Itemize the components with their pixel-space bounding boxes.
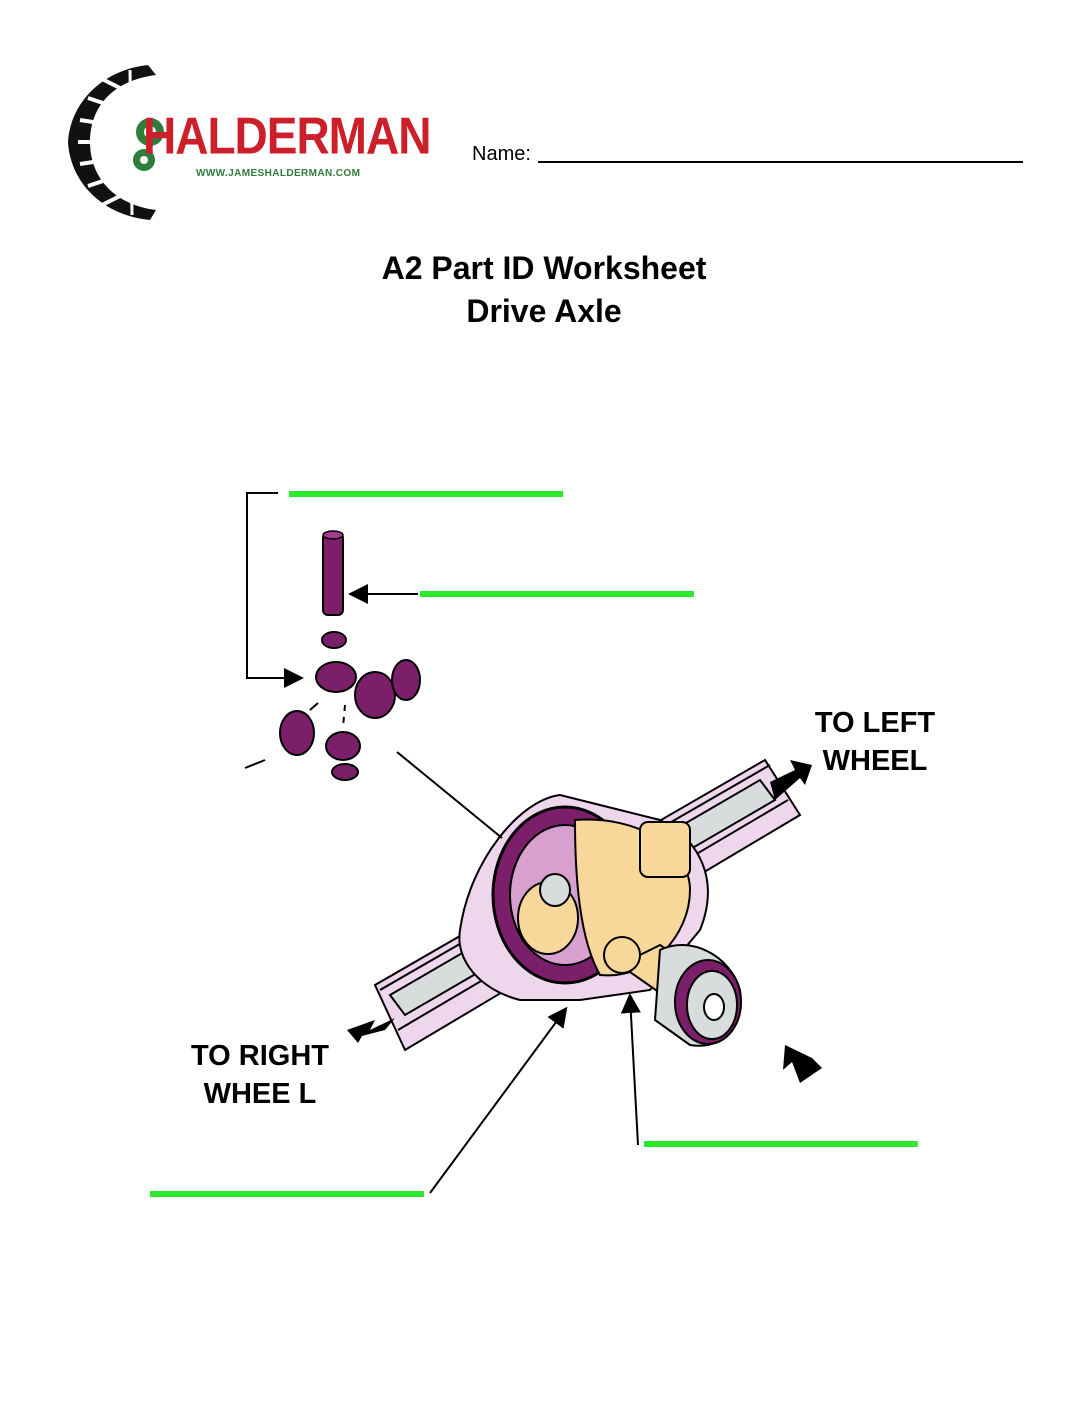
- to-left-line2: WHEEL: [822, 745, 928, 777]
- thrust-washer-2: [391, 659, 421, 701]
- to-right-line2: WHEE L: [203, 1078, 317, 1110]
- logo-url: WWW.JAMESHALDERMAN.COM: [196, 168, 361, 179]
- to-left-wheel-label: TO LEFT WHEEL: [805, 704, 945, 780]
- arrow-to-left-wheel: [770, 760, 812, 800]
- arrow-to-right-wheel: [347, 1018, 395, 1043]
- differential-pinion-gear: [315, 661, 357, 693]
- name-field[interactable]: [538, 161, 1023, 163]
- thrust-washer: [321, 631, 347, 649]
- gear-set-bracket: [246, 492, 304, 688]
- worksheet-title: A2 Part ID Worksheet: [381, 250, 707, 286]
- side-gear: [354, 671, 396, 719]
- arrow-input: [783, 1045, 822, 1083]
- pinion-shaft-end: [539, 873, 571, 907]
- drive-pinion: [603, 936, 641, 974]
- logo-wordmark: HALDERMAN: [143, 106, 431, 165]
- tire-icon: [68, 65, 164, 220]
- side-gear-2: [279, 710, 315, 756]
- name-label: Name:: [472, 143, 531, 165]
- to-right-wheel-label: TO RIGHT WHEE L: [175, 1037, 345, 1113]
- worksheet-subtitle: Drive Axle: [466, 293, 622, 329]
- to-right-line1: TO RIGHT: [190, 1040, 330, 1072]
- pinion-shaft: [322, 532, 344, 616]
- differential-pinion-gear-2: [325, 731, 361, 761]
- halderman-logo: [60, 60, 370, 225]
- to-left-line1: TO LEFT: [814, 707, 936, 739]
